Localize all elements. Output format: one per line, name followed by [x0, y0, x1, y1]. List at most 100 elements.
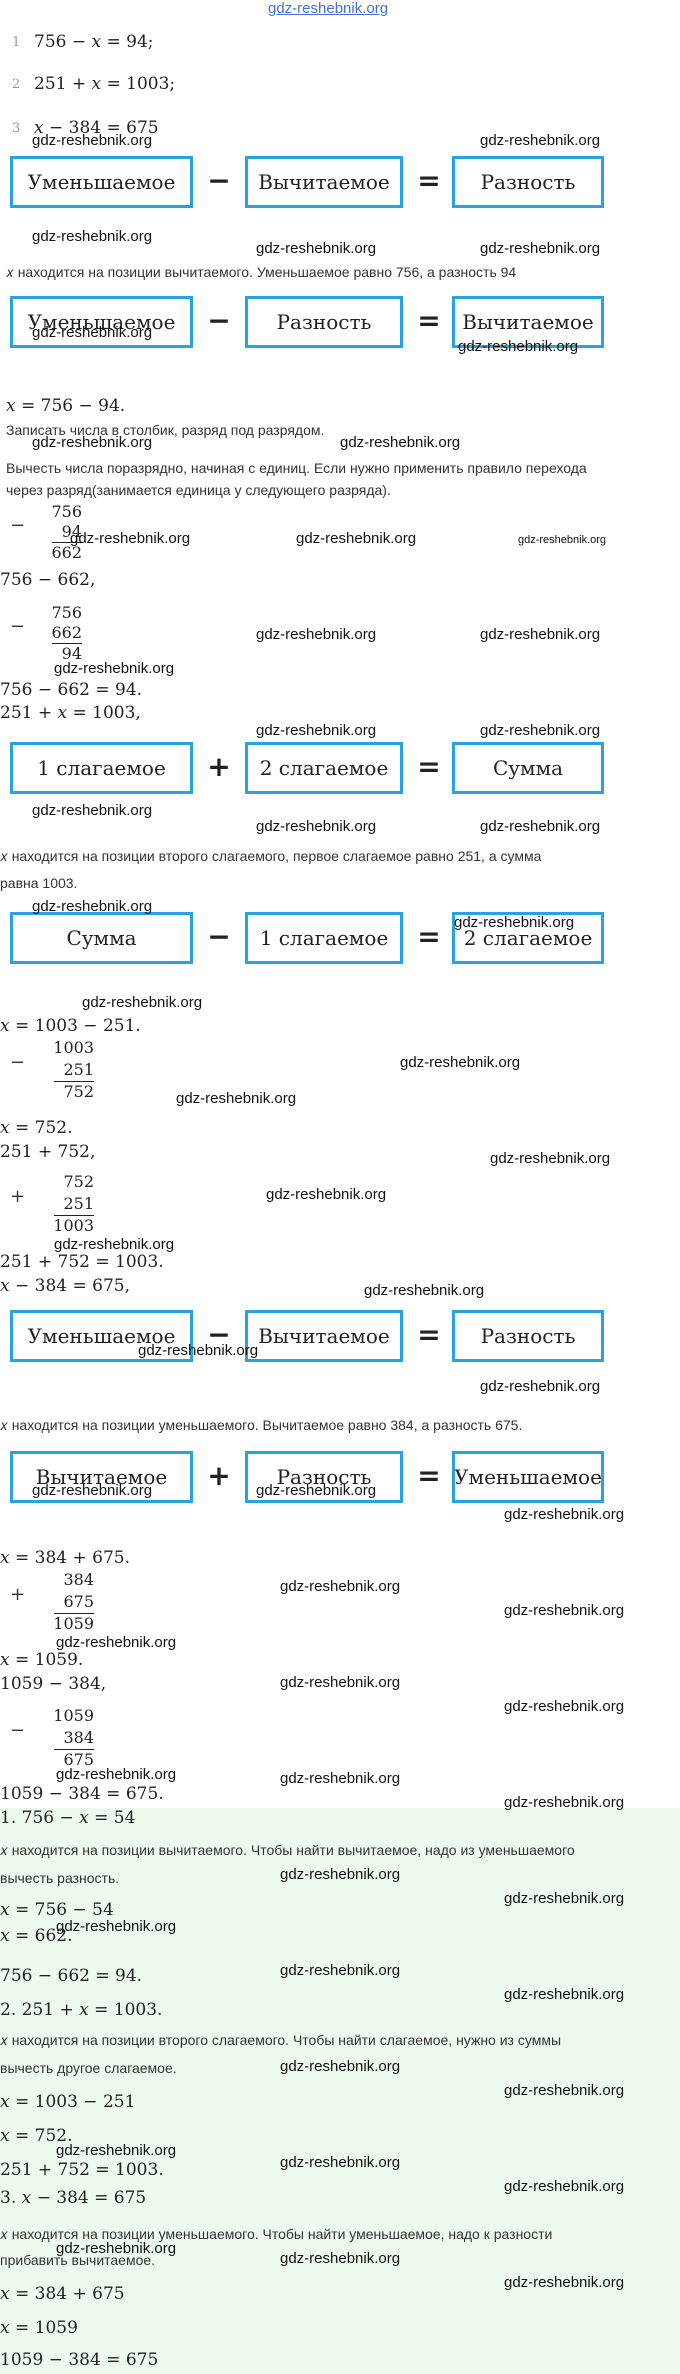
answer-panel [0, 1808, 680, 2374]
equation-2: 251 + 𝑥 = 1003; [34, 74, 176, 94]
solution-line: 𝑥 = 384 + 675. [0, 1548, 130, 1568]
equation-1: 756 − 𝑥 = 94; [34, 32, 154, 52]
equation-3: 𝑥 − 384 = 675 [34, 118, 159, 138]
solution-line: 𝑥 = 752. [0, 1118, 73, 1138]
scheme-box: 2 слагаемое [452, 912, 604, 964]
watermark: gdz-reshebnik.org [32, 1482, 153, 1499]
solution-line: 𝑥 = 1003 − 251 [0, 2092, 136, 2112]
scheme-box: Сумма [452, 742, 604, 794]
watermark: gdz-reshebnik.org [480, 240, 601, 257]
watermark: gdz-reshebnik.org [256, 240, 377, 257]
column-operand: 756 [51, 502, 82, 521]
column-line [54, 1081, 94, 1082]
operator: − [207, 164, 231, 197]
explanation-text: Записать числа в столбик, разряд под раз… [6, 422, 325, 438]
operator: − [207, 1318, 231, 1351]
watermark: gdz-reshebnik.org [256, 818, 377, 835]
operator: = [417, 1318, 441, 1351]
explanation-text: 𝑥 находится на позиции уменьшаемого. Что… [0, 2226, 553, 2242]
watermark: gdz-reshebnik.org [56, 1766, 177, 1783]
scheme-box: Разность [452, 1310, 604, 1362]
watermark: gdz-reshebnik.org [504, 1698, 625, 1715]
solution-line: 1059 − 384 = 675 [0, 2350, 159, 2370]
watermark: gdz-reshebnik.org [364, 1282, 485, 1299]
watermark: gdz-reshebnik.org [504, 1986, 625, 2003]
watermark: gdz-reshebnik.org [56, 2240, 177, 2257]
explanation-text: равна 1003. [0, 875, 78, 891]
watermark: gdz-reshebnik.org [280, 1866, 401, 1883]
watermark: gdz-reshebnik.org [32, 132, 153, 149]
column-operand: 662 [51, 623, 82, 642]
operator: − [207, 304, 231, 337]
scheme-box: 1 слагаемое [245, 912, 403, 964]
operator: = [417, 164, 441, 197]
scheme-box: 2 слагаемое [245, 742, 403, 794]
watermark: gdz-reshebnik.org [504, 1506, 625, 1523]
explanation-text: 𝑥 находится на позиции вычитаемого. Умен… [6, 264, 517, 280]
watermark: gdz-reshebnik.org [400, 1054, 521, 1071]
operator: + [207, 1459, 231, 1492]
watermark: gdz-reshebnik.org [70, 530, 191, 547]
operator: = [417, 920, 441, 953]
solution-line: 251 + 752 = 1003. [0, 1252, 164, 1272]
explanation-text: 𝑥 находится на позиции второго слагаемог… [0, 848, 542, 864]
watermark: gdz-reshebnik.org [490, 1150, 611, 1167]
watermark: gdz-reshebnik.org [82, 994, 203, 1011]
watermark: gdz-reshebnik.org [458, 338, 579, 355]
watermark: gdz-reshebnik.org [504, 2178, 625, 2195]
column-operand: 251 [63, 1060, 94, 1079]
solution-line: 1059 − 384, [0, 1674, 107, 1694]
column-operand: 756 [51, 603, 82, 622]
column-sign: − [10, 515, 26, 536]
column-result: 662 [51, 543, 82, 562]
solution-line: 𝑥 = 1003 − 251. [0, 1016, 141, 1036]
column-line [52, 542, 82, 543]
scheme-box: Разность [245, 1451, 403, 1503]
answer-heading: 1. 756 − 𝑥 = 54 [0, 1808, 136, 1828]
watermark: gdz-reshebnik.org [32, 324, 153, 341]
scheme-box: Вычитаемое [452, 296, 604, 348]
solution-line: 𝑥 = 756 − 54 [0, 1900, 114, 1920]
column-operand: 1059 [53, 1706, 94, 1725]
watermark: gdz-reshebnik.org [480, 722, 601, 739]
watermark: gdz-reshebnik.org [176, 1090, 297, 1107]
watermark-top-link[interactable]: gdz-reshebnik.org [268, 0, 389, 17]
watermark: gdz-reshebnik.org [54, 660, 175, 677]
explanation-text: вычесть разность. [0, 1870, 120, 1886]
operator: = [417, 304, 441, 337]
watermark: gdz-reshebnik.org [138, 1342, 259, 1359]
column-line [54, 1215, 94, 1216]
column-result: 752 [63, 1082, 94, 1101]
solution-line: 𝑥 − 384 = 675, [0, 1276, 130, 1296]
answer-heading: 2. 251 + 𝑥 = 1003. [0, 2000, 163, 2020]
scheme-box: Уменьшаемое [452, 1451, 604, 1503]
watermark: gdz-reshebnik.org [296, 530, 417, 547]
watermark: gdz-reshebnik.org [518, 534, 607, 546]
watermark: gdz-reshebnik.org [504, 2274, 625, 2291]
watermark: gdz-reshebnik.org [280, 1674, 401, 1691]
watermark: gdz-reshebnik.org [280, 1578, 401, 1595]
explanation-text: прибавить вычитаемое. [0, 2252, 156, 2268]
column-sign: − [10, 616, 26, 637]
list-number: 1 [12, 35, 21, 50]
watermark: gdz-reshebnik.org [480, 626, 601, 643]
explanation-text: 𝑥 находится на позиции вычитаемого. Чтоб… [0, 1842, 575, 1858]
column-sign: + [10, 1186, 26, 1207]
watermark: gdz-reshebnik.org [454, 914, 575, 931]
solution-line: 𝑥 = 1059. [0, 1650, 84, 1670]
watermark: gdz-reshebnik.org [280, 1770, 401, 1787]
explanation-text: Вычесть числа поразрядно, начиная с един… [6, 460, 587, 476]
watermark: gdz-reshebnik.org [56, 1634, 177, 1651]
watermark: gdz-reshebnik.org [340, 434, 461, 451]
watermark: gdz-reshebnik.org [504, 1602, 625, 1619]
operator: − [207, 920, 231, 953]
scheme-box: Сумма [10, 912, 193, 964]
solution-line: 𝑥 = 756 − 94. [6, 396, 126, 416]
column-result: 675 [63, 1750, 94, 1769]
operator: = [417, 1459, 441, 1492]
watermark: gdz-reshebnik.org [504, 1890, 625, 1907]
watermark: gdz-reshebnik.org [266, 1186, 387, 1203]
scheme-box: Вычитаемое [10, 1451, 193, 1503]
column-calculation: + 752 251 1003 [10, 1172, 94, 1240]
watermark: gdz-reshebnik.org [256, 626, 377, 643]
